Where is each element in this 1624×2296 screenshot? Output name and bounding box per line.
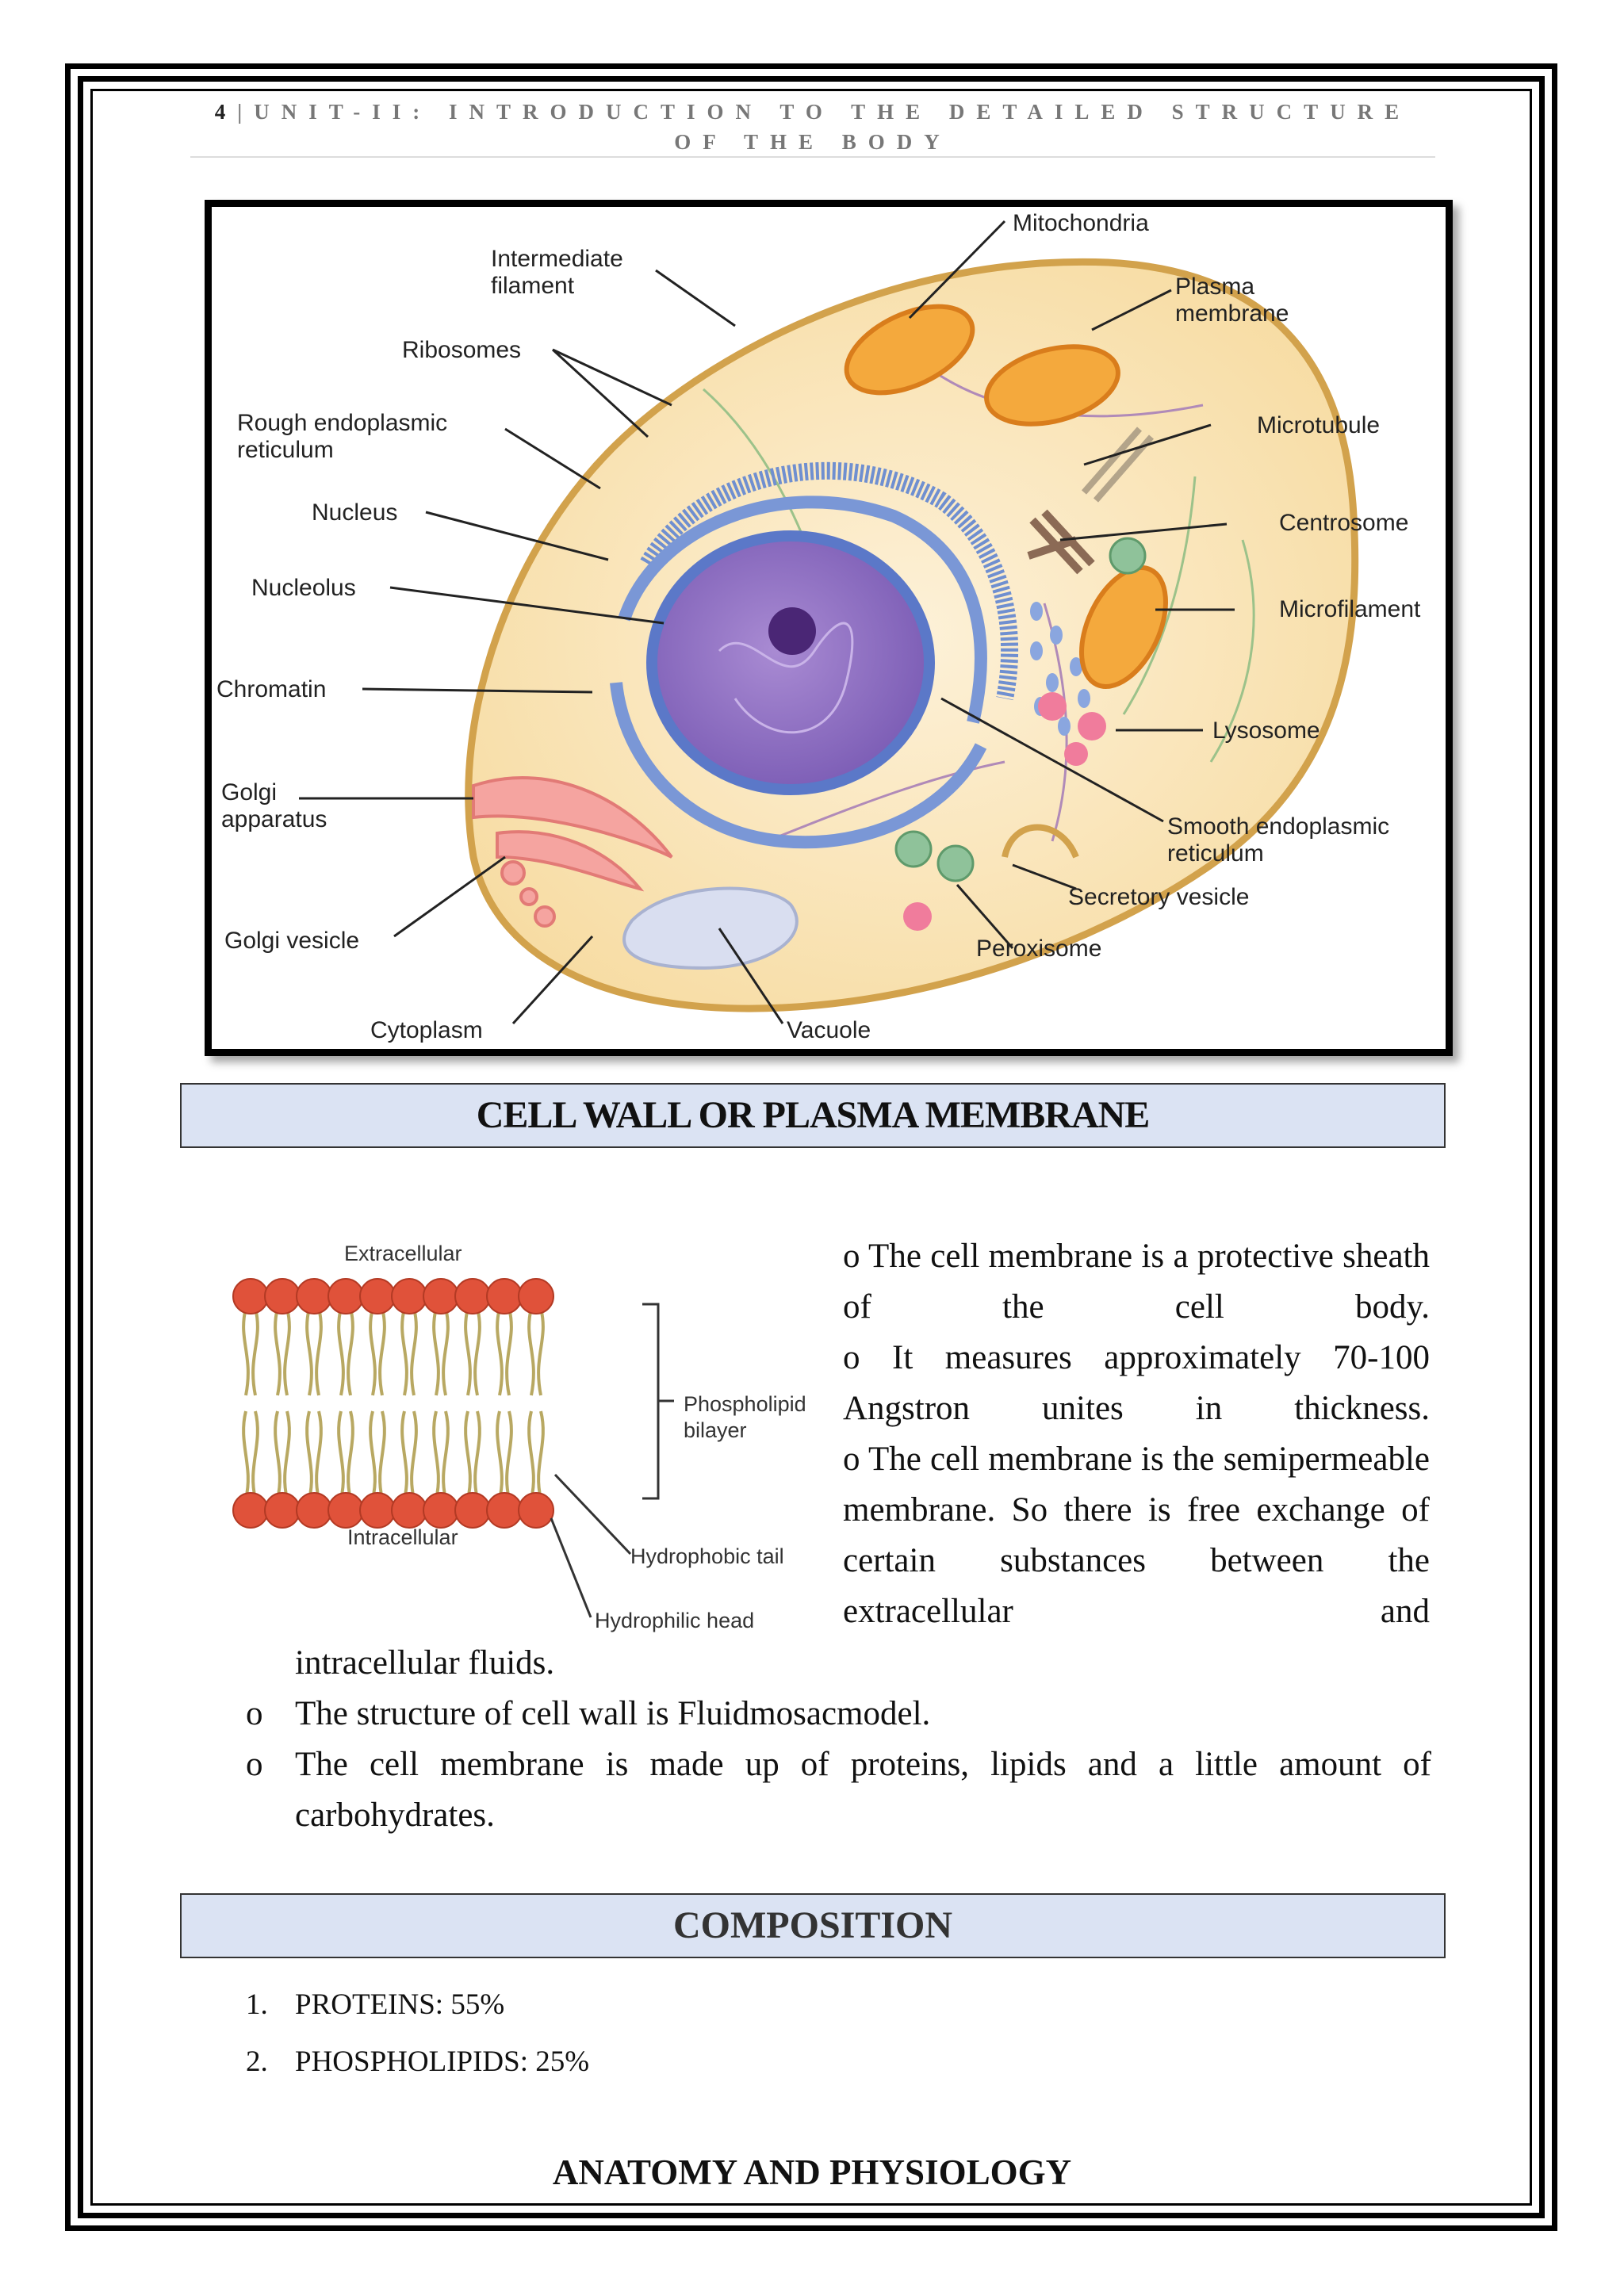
label-microfilament: Microfilament	[1279, 596, 1421, 622]
section-title-plasma-membrane: CELL WALL OR PLASMA MEMBRANE	[180, 1083, 1446, 1148]
golgi-shape	[472, 776, 673, 928]
label-nucleus: Nucleus	[312, 499, 397, 526]
label-nucleolus: Nucleolus	[251, 575, 356, 601]
bilayer-heads	[232, 1278, 554, 1529]
list-item: 2. PHOSPHOLIPIDS: 25%	[246, 2034, 589, 2091]
composition-list: 1. PROTEINS: 55% 2. PHOSPHOLIPIDS: 25%	[246, 1976, 589, 2091]
page-border-outer	[65, 63, 1557, 2231]
point-protective-sheath: o The cell membrane is a protective shea…	[843, 1238, 1430, 1326]
label-secretory-vesicle: Secretory vesicle	[1068, 884, 1249, 910]
header-title: UNIT-II: INTRODUCTION TO THE DETAILED ST…	[254, 100, 1411, 154]
nucleolus-shape	[768, 607, 816, 655]
label-intracellular: Intracellular	[347, 1525, 458, 1549]
membrane-bullet-list: o The structure of cell wall is Fluidmos…	[246, 1689, 1431, 1841]
label-extracellular: Extracellular	[344, 1242, 462, 1265]
point-fluid-mosaic: The structure of cell wall is Fluidmosac…	[295, 1695, 931, 1732]
item-number: 2.	[246, 2045, 268, 2078]
point-composition: The cell membrane is made up of proteins…	[295, 1746, 1431, 1834]
nucleus-shape	[646, 530, 935, 795]
label-lysosome: Lysosome	[1212, 718, 1320, 744]
bilayer-bracket	[642, 1303, 660, 1500]
label-hydrophobic-tail: Hydrophobic tail	[630, 1544, 784, 1568]
list-item: o The structure of cell wall is Fluidmos…	[246, 1689, 1431, 1739]
section-title-composition: COMPOSITION	[180, 1893, 1446, 1958]
vacuole-shape	[622, 886, 799, 970]
bullet-marker: o	[246, 1746, 263, 1783]
centrosome-shape	[1027, 509, 1095, 575]
label-microtubule: Microtubule	[1257, 412, 1380, 438]
label-centrosome: Centrosome	[1279, 510, 1408, 536]
label-ribosomes: Ribosomes	[402, 337, 521, 363]
list-item: o The cell membrane is made up of protei…	[246, 1739, 1431, 1841]
phospholipid-bilayer-diagram: Extracellular Intracellular Phospholipid…	[232, 1242, 806, 1632]
point-semipermeable: o The cell membrane is the semipermeable…	[843, 1441, 1430, 1630]
page-footer: ANATOMY AND PHYSIOLOGY	[552, 2152, 1072, 2192]
label-hydrophilic-head: Hydrophilic head	[595, 1609, 754, 1632]
membrane-text-block: o The cell membrane is a protective shea…	[843, 1231, 1430, 1637]
label-golgi-vesicle: Golgi vesicle	[224, 928, 359, 954]
label-chromatin: Chromatin	[216, 676, 326, 702]
point-thickness: o It measures approximately 70-100 Angst…	[843, 1339, 1430, 1427]
header-separator: |	[237, 100, 255, 124]
label-mitochondria: Mitochondria	[1013, 210, 1149, 236]
list-item: 1. PROTEINS: 55%	[246, 1976, 589, 2034]
page-border-inner	[90, 89, 1532, 2206]
running-header: 4|UNIT-II: INTRODUCTION TO THE DETAILED …	[190, 97, 1435, 157]
item-text: PHOSPHOLIPIDS: 25%	[295, 2045, 590, 2078]
item-number: 1.	[246, 1988, 268, 2021]
item-text: PROTEINS: 55%	[295, 1988, 505, 2021]
point-semipermeable-continuation: intracellular fluids.	[295, 1644, 555, 1682]
header-rule	[190, 156, 1435, 158]
label-peroxisome: Peroxisome	[976, 936, 1101, 962]
bilayer-tails	[242, 1307, 545, 1499]
label-vacuole: Vacuole	[787, 1017, 871, 1043]
mitochondria-shapes	[844, 304, 1168, 689]
page-border-middle	[78, 76, 1545, 2218]
page-number: 4	[214, 100, 238, 124]
label-cytoplasm: Cytoplasm	[370, 1017, 483, 1043]
bullet-marker: o	[246, 1695, 263, 1732]
